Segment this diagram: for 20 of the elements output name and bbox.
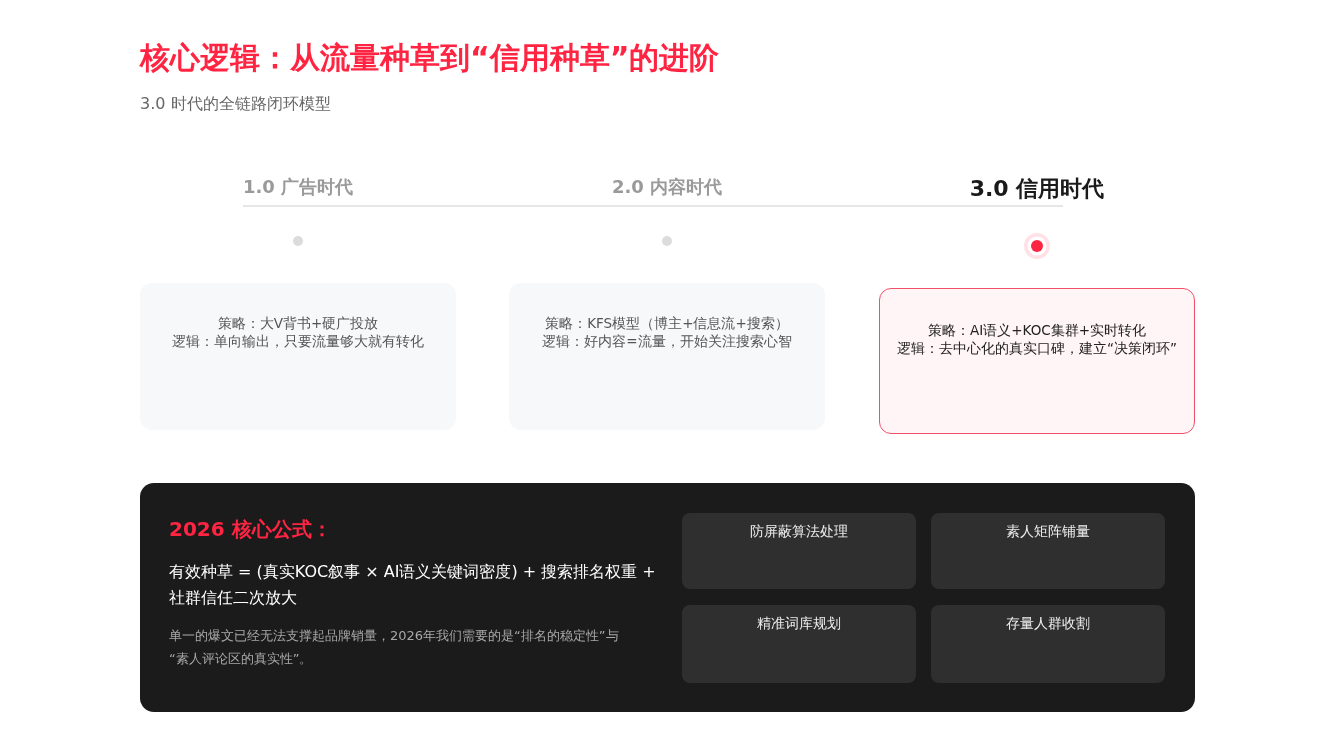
card-text: 策略：AI语义+KOC集群+实时转化 bbox=[928, 322, 1146, 340]
phase-title: 3.0 信用时代 bbox=[969, 176, 1105, 202]
tile-label: 精准词库规划 bbox=[757, 614, 841, 632]
note-text: 单一的爆文已经无法支撑起品牌销量，2026年我们需要的是“排名的稳定性”与“素人评论区的真实性”。 bbox=[169, 627, 620, 668]
tile-label: 素人矩阵铺量 bbox=[1006, 522, 1090, 540]
subtitle: 3.0 时代的全链路闭环模型 bbox=[140, 93, 331, 115]
phase-title: 2.0 内容时代 bbox=[611, 176, 723, 198]
tile-label: 防屏蔽算法处理 bbox=[750, 522, 848, 540]
formula-heading: 2026 核心公式： bbox=[169, 517, 332, 541]
highlighted-card bbox=[879, 288, 1195, 434]
card-text: 策略：大V背书+硬广投放 bbox=[217, 315, 379, 333]
formula-text: 有效种草 = (真实KOC叙事 × AI语义关键词密度) + 搜索排名权重 + 社群信任二次放大 bbox=[169, 561, 657, 609]
page-title: 核心逻辑：从流量种草到“信用种草”的进阶 bbox=[140, 39, 720, 77]
card-text: 逻辑：单向输出，只要流量够大就有转化 bbox=[172, 332, 424, 350]
phase-title: 1.0 广告时代 bbox=[242, 176, 354, 198]
tile-label: 存量人群收割 bbox=[1006, 614, 1090, 632]
formula-panel bbox=[140, 483, 1195, 712]
card-text: 策略：KFS模型（博主+信息流+搜索） bbox=[545, 315, 789, 333]
card-text: 逻辑：好内容=流量，开始关注搜索心智 bbox=[542, 332, 792, 350]
card-text: 逻辑：去中心化的真实口碑，建立“决策闭环” bbox=[897, 339, 1177, 357]
